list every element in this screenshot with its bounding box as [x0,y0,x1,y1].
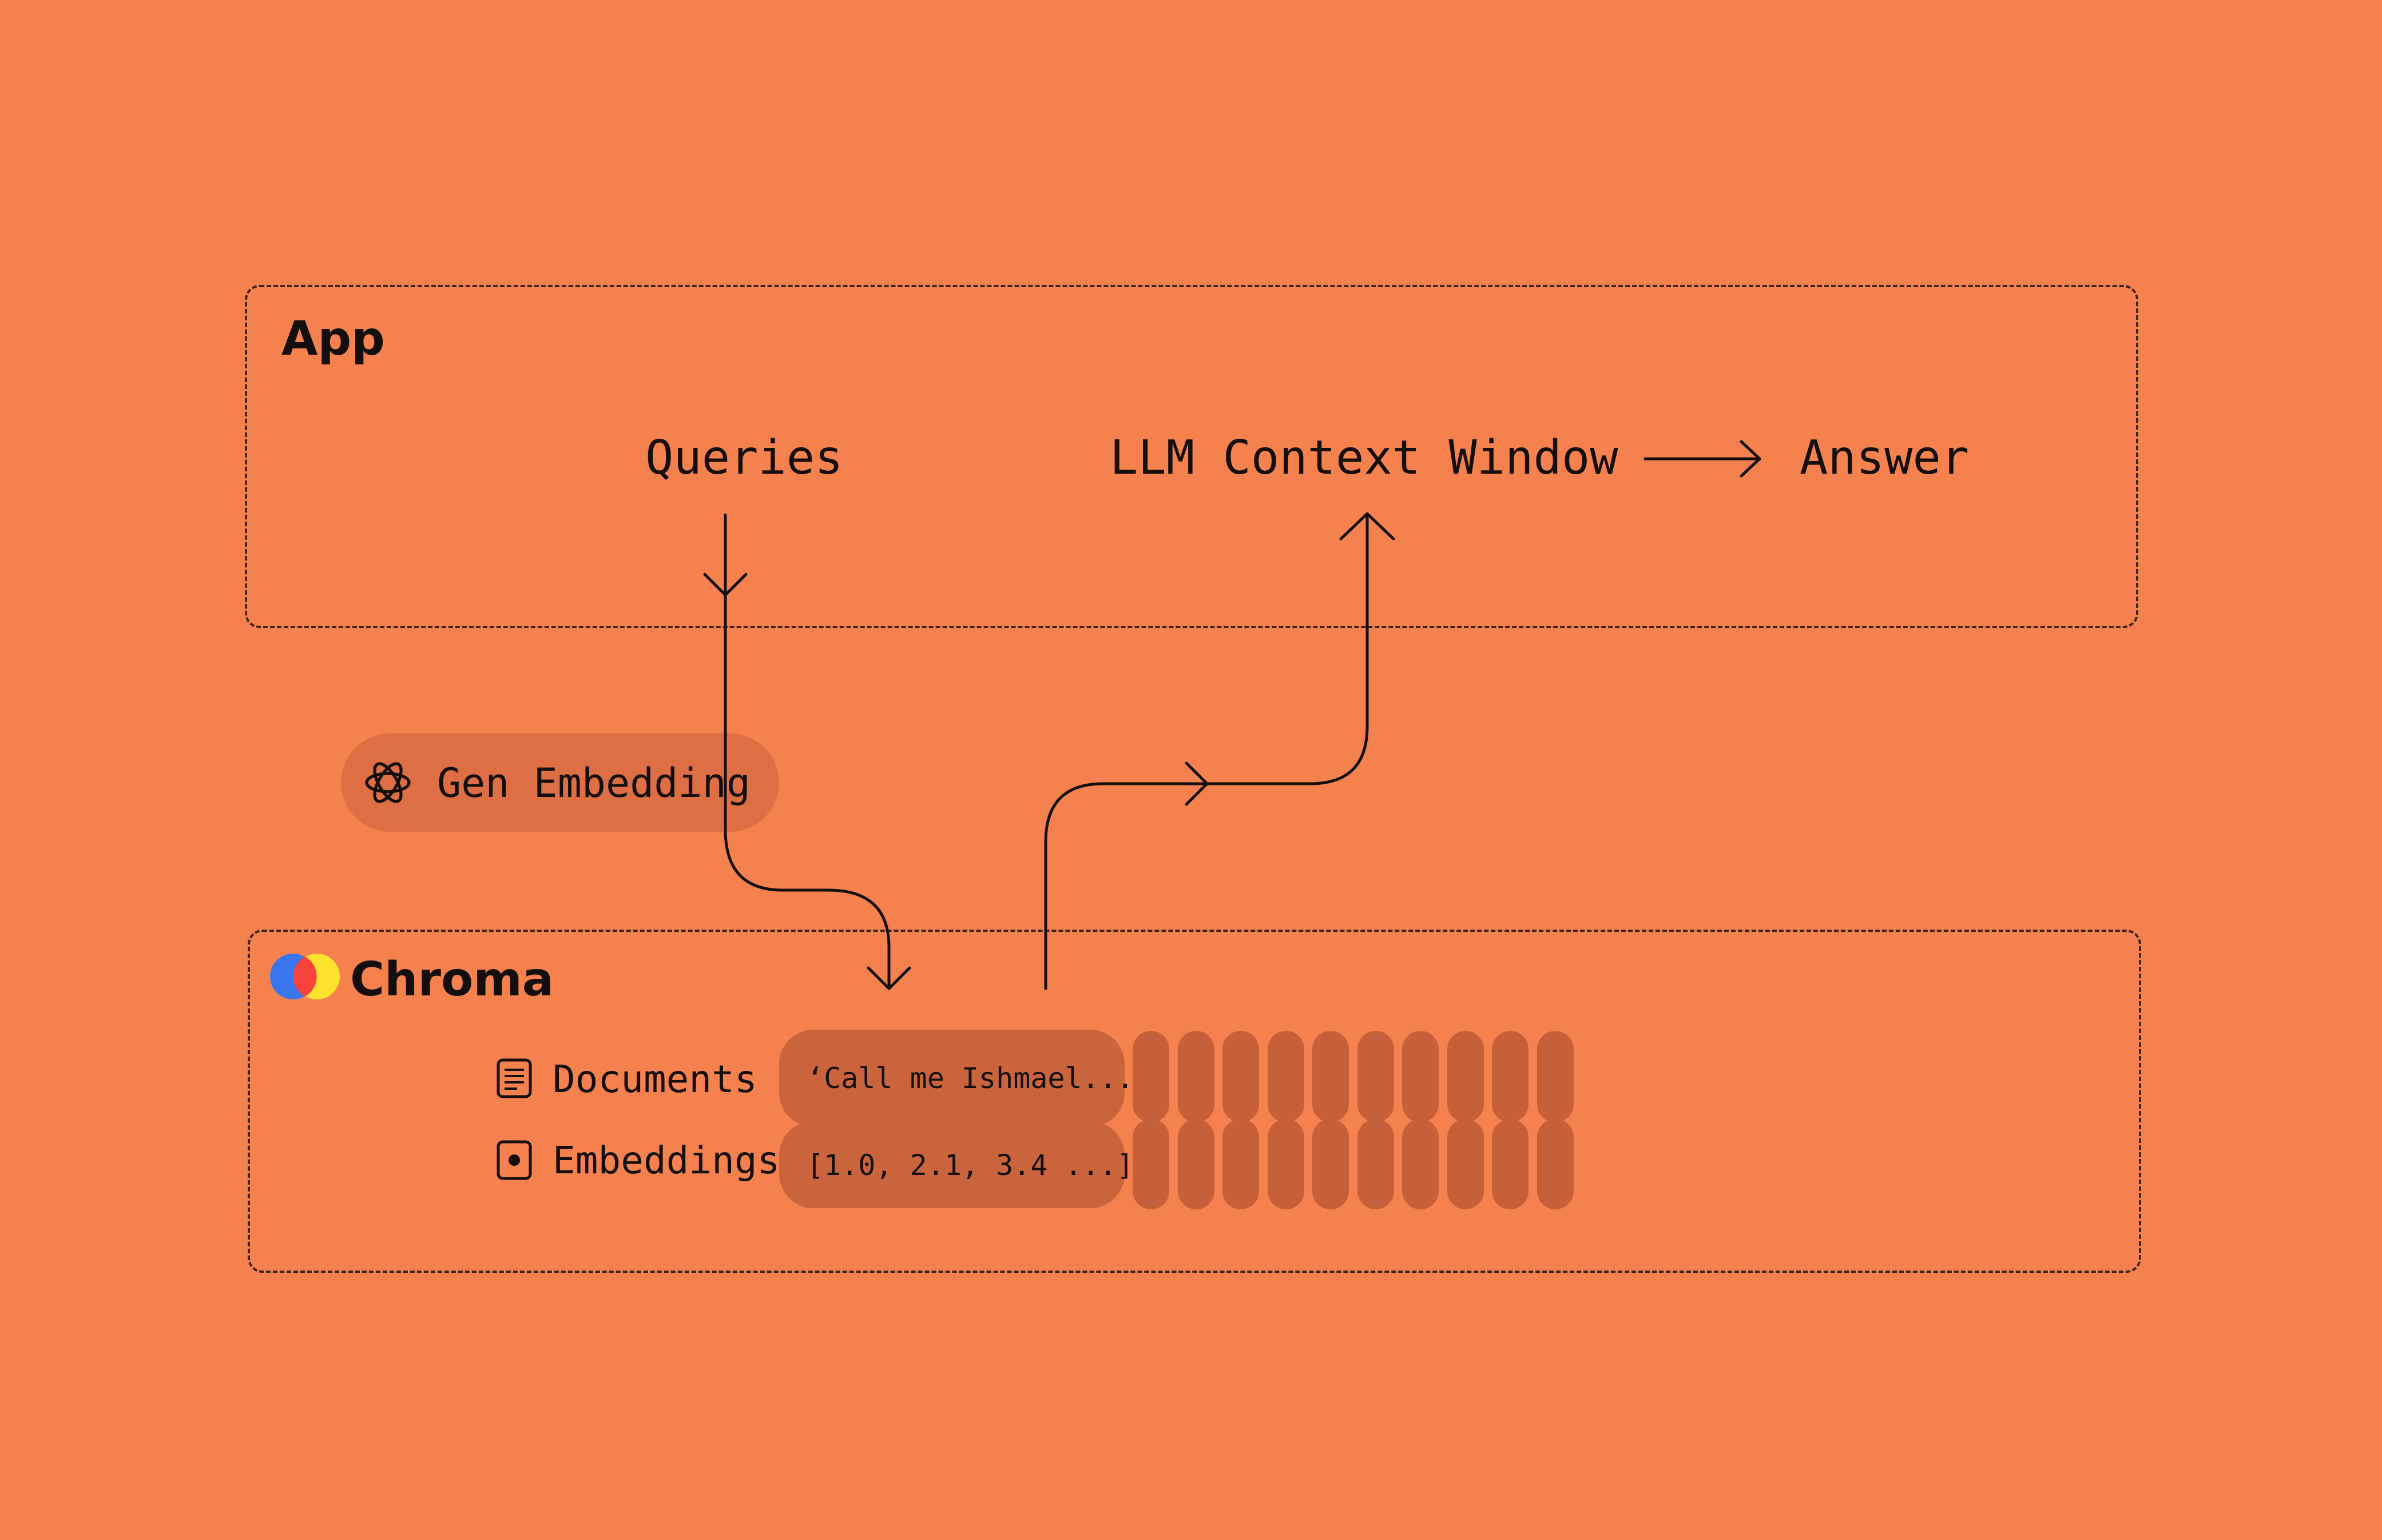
documents-label: Documents [553,1057,757,1101]
app-title: App [281,312,385,366]
embedding-row-segment [1492,1119,1529,1209]
document-row-segment [1222,1031,1259,1122]
chroma-container [248,930,2141,1273]
embedding-row-segment [1312,1119,1349,1209]
embeddings-label: Embeddings [553,1138,780,1182]
document-cell: ‘Call me Ishmael... [779,1030,1134,1127]
document-row-segment [1537,1031,1574,1122]
embedding-row-segment [1178,1119,1214,1209]
embedding-icon [497,1140,532,1180]
document-row-segment [1402,1031,1439,1122]
embedding-row-segment [1402,1119,1439,1209]
gen-embedding-label: Gen Embedding [437,760,751,807]
app-container [245,285,2138,628]
embedding-row-segment [1133,1119,1169,1209]
document-row-segment [1178,1031,1214,1122]
chroma-logo-icon [270,954,340,999]
embedding-row-segment [1268,1119,1304,1209]
openai-logo-icon [365,762,411,803]
document-row-segment [1447,1031,1484,1122]
answer-label: Answer [1800,431,1970,485]
gen-embedding-pill: Gen Embedding [341,733,779,832]
document-row-segment [1492,1031,1529,1122]
embedding-row-segment [1222,1119,1259,1209]
document-icon [497,1058,532,1098]
document-row-segment [1268,1031,1304,1122]
document-row-segment [1312,1031,1349,1122]
embedding-row-segment [1537,1119,1574,1209]
embedding-cell-text: [1.0, 2.1, 3.4 ...] [807,1149,1134,1182]
queries-label: Queries [645,431,843,485]
context-window-label: LLM Context Window [1110,431,1618,485]
document-row-segment [1357,1031,1394,1122]
embedding-row-segment [1447,1119,1484,1209]
embedding-cell: [1.0, 2.1, 3.4 ...] [779,1121,1134,1208]
chroma-title: Chroma [350,952,554,1007]
embedding-row-segment [1357,1119,1394,1209]
document-cell-text: ‘Call me Ishmael... [807,1062,1134,1095]
document-row-segment [1133,1031,1169,1122]
